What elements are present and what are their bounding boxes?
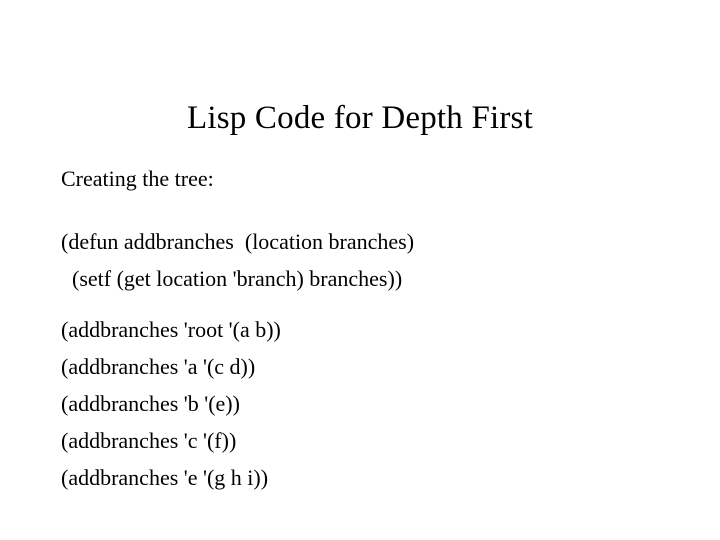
block-spacer [61,297,681,311]
code-line: (addbranches 'c '(f)) [61,428,237,453]
code-block-calls: (addbranches 'root '(a b)) (addbranches … [61,311,681,496]
code-line: (addbranches 'a '(c d)) [61,354,256,379]
code-line: (setf (get location 'branch) branches)) [61,266,403,291]
code-line: (addbranches 'e '(g h i)) [61,465,269,490]
code-block-definition: (defun addbranches (location branches) (… [61,223,681,297]
code-line: (defun addbranches (location branches) [61,229,415,254]
code-line: (addbranches 'b '(e)) [61,391,240,416]
page-title: Lisp Code for Depth First [187,100,533,137]
slide-body: Creating the tree: (defun addbranches (l… [61,160,681,496]
section-caption: Creating the tree: [61,166,214,191]
code-line: (addbranches 'root '(a b)) [61,317,281,342]
